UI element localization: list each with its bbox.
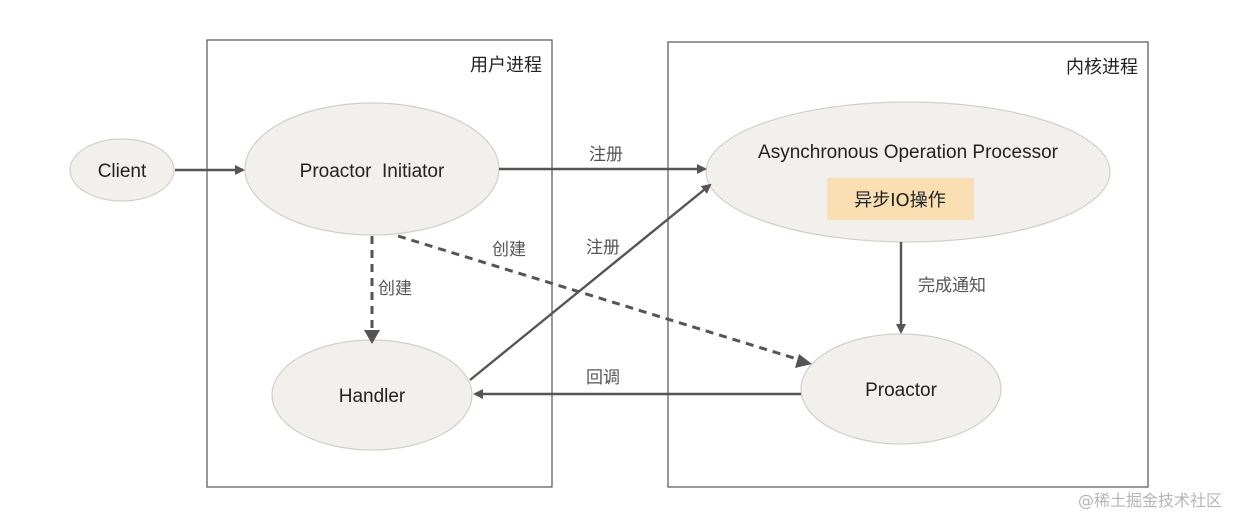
proactor-label: Proactor <box>865 380 937 401</box>
client-node <box>69 138 175 202</box>
create-diagonal-dashed-line <box>397 234 811 365</box>
complete-notify-label: 完成通知 <box>918 276 986 296</box>
kernel-process-box <box>667 41 1149 488</box>
async-operation-processor-node <box>705 101 1111 243</box>
watermark: @稀土掘金技术社区 <box>1077 491 1222 510</box>
proactor-initiator-label: Proactor Initiator <box>300 161 445 182</box>
register-diagonal-label: 注册 <box>586 238 620 258</box>
async-operation-processor-label: Asynchronous Operation Processor <box>758 142 1059 163</box>
kernel-process-label: 内核进程 <box>1066 57 1138 78</box>
user-process-label: 用户进程 <box>470 55 542 76</box>
async-io-badge <box>827 178 974 220</box>
proactor-node <box>800 333 1002 445</box>
callback-label: 回调 <box>586 368 620 388</box>
handler-label: Handler <box>339 386 406 407</box>
register-top-label: 注册 <box>589 145 623 165</box>
create-down-arrowhead <box>364 330 380 344</box>
create-diagonal-arrowhead <box>795 354 812 368</box>
async-io-badge-label: 异步IO操作 <box>854 190 945 211</box>
client-label: Client <box>98 161 147 182</box>
create-down-label: 创建 <box>378 279 412 299</box>
create-diagonal-label: 创建 <box>492 240 526 260</box>
register-diagonal-arrow <box>469 183 712 381</box>
user-process-box <box>206 39 553 488</box>
